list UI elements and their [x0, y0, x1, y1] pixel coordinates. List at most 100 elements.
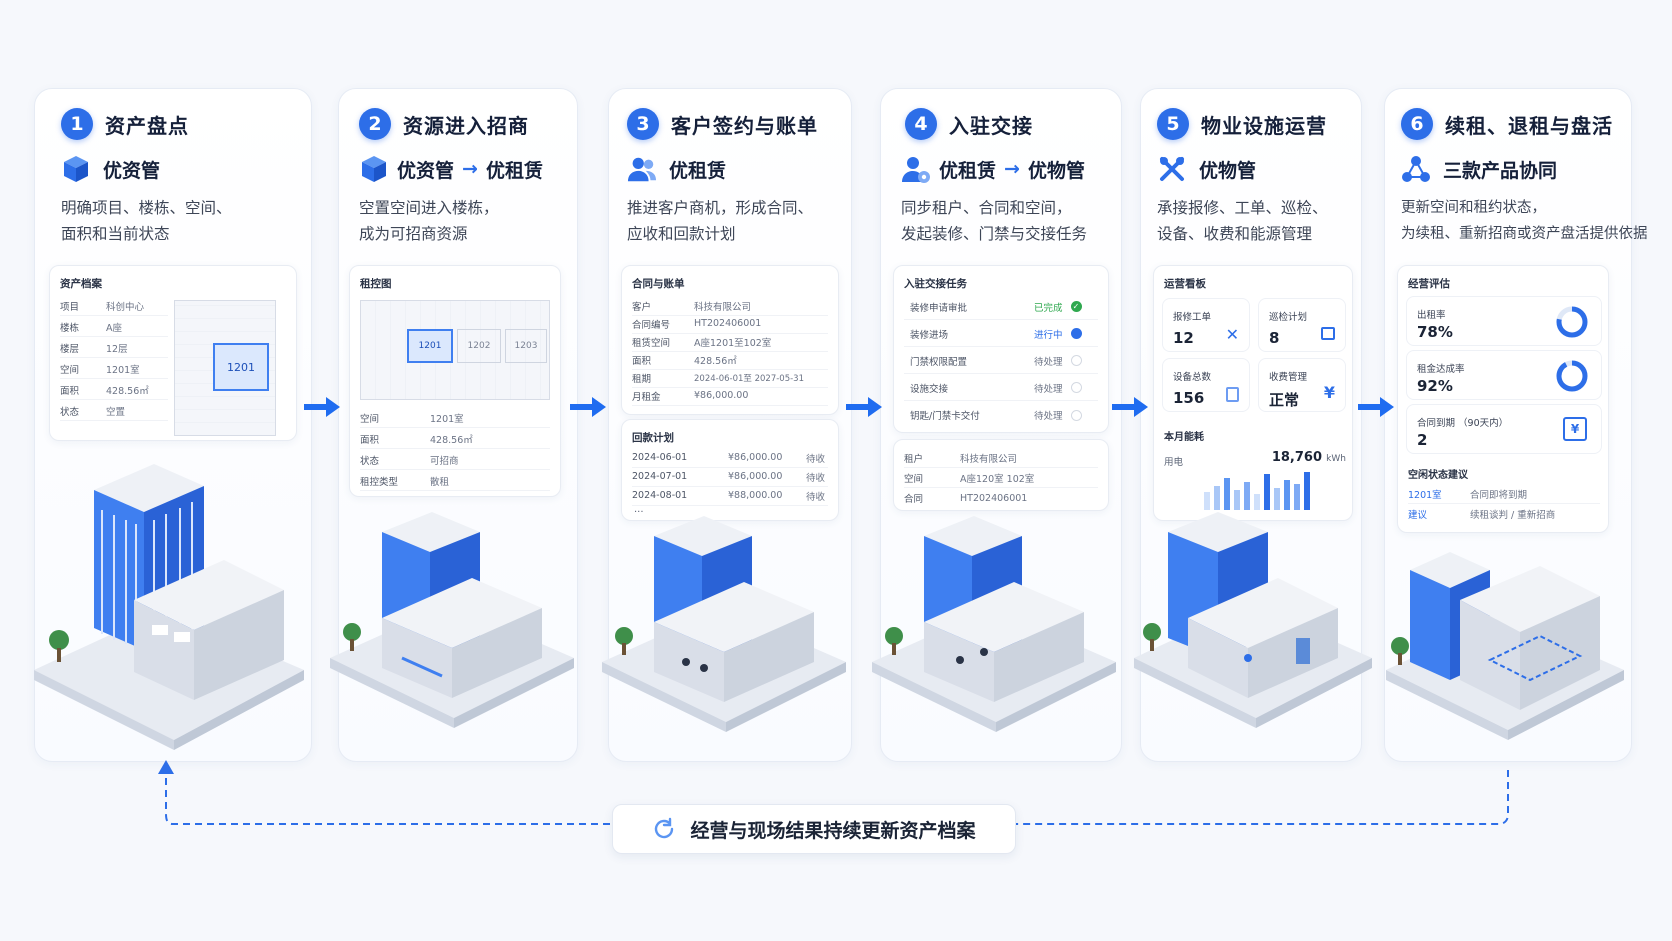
advice-title: 空闲状态建议	[1408, 470, 1468, 481]
asset-record-title: 资产档案	[60, 278, 102, 290]
energy-title: 本月能耗	[1164, 432, 1204, 443]
metric-label: 合同到期 （90天内）	[1417, 418, 1509, 429]
step-2-product-name: 优资管	[397, 159, 455, 182]
step-2-description: 空置空间进入楼栋， 成为可招商资源	[359, 195, 499, 247]
step-3-product: 优租赁	[627, 153, 726, 185]
flow-arrow-icon	[304, 397, 340, 417]
plan-amount: ¥86,000.00	[728, 471, 783, 482]
row-key: 面积	[632, 355, 652, 367]
row-value: 1201室	[106, 364, 140, 376]
row-value: A座	[106, 322, 122, 334]
step-2-desc-line2: 成为可招商资源	[359, 225, 468, 243]
feedback-loop-line	[158, 760, 1509, 825]
contract-row: 客户科技有限公司	[632, 296, 828, 316]
row-value: 科创中心	[106, 301, 145, 313]
building-illustration	[1386, 552, 1624, 740]
plan-amount: ¥88,000.00	[728, 490, 783, 501]
row-key: 状态	[60, 406, 80, 418]
task-name: 门禁权限配置	[910, 356, 968, 368]
step-6-number: 6	[1401, 108, 1433, 140]
row-key: 空间	[60, 364, 80, 376]
step-1-title: 资产盘点	[105, 113, 189, 138]
asset-row: 项目科创中心	[60, 296, 168, 316]
row-value: A座1201至102室	[694, 337, 772, 349]
pending-dot-icon	[1070, 382, 1082, 393]
metric-card: 报修工单 12 ✕	[1162, 298, 1250, 352]
step-4-product-name: 优租赁	[939, 159, 997, 182]
flow-arrow-icon	[1112, 397, 1148, 417]
handover-task-title: 入驻交接任务	[904, 278, 967, 290]
step-2-product: 优资管 → 优租赁	[359, 153, 543, 185]
row-key: 面积	[60, 385, 80, 397]
cube-icon	[61, 154, 91, 184]
row-value: 散租	[430, 476, 450, 488]
step-6-description: 更新空间和租约状态， 为续租、重新招商或资产盘活提供依据	[1401, 195, 1648, 247]
task-row: 门禁权限配置 待处理	[904, 348, 1098, 374]
step-6-product-name: 三款产品协同	[1443, 159, 1558, 182]
step-5-number: 5	[1157, 108, 1189, 140]
rent-unit: 1203	[505, 329, 547, 363]
pending-dot-icon	[1070, 409, 1082, 421]
step-2-title: 资源进入招商	[403, 113, 529, 138]
step-1-desc-line2: 面积和当前状态	[61, 225, 170, 243]
rent-unit: 1202	[457, 329, 501, 363]
step-3-desc-line2: 应收和回款计划	[627, 225, 736, 243]
task-row: 装修进场进行中	[904, 321, 1098, 347]
calendar-yen-icon: ¥	[1563, 417, 1587, 441]
space-row: 租控类型散租	[360, 471, 550, 491]
step-4-description: 同步租户、合同和空间， 发起装修、门禁与交接任务	[901, 195, 1087, 247]
step-4-product-name-2: 优物管	[1027, 159, 1085, 182]
tenant-row: 空间 A座120室 102室	[904, 468, 1098, 488]
metric-value: 12	[1173, 329, 1194, 347]
vacancy-advice: 空闲状态建议 1201室合同即将到期 建议续租谈判 / 重新招商	[1406, 462, 1602, 528]
step-6-title: 续租、退租与盘活	[1445, 113, 1613, 138]
plan-date: 2024-08-01	[632, 490, 688, 501]
metric-card: 收费管理正常¥	[1258, 358, 1346, 412]
step-3-description: 推进客户商机，形成合同、 应收和回款计划	[627, 195, 813, 247]
wrench-icon: ✕	[1225, 325, 1239, 344]
unit-label: 1201	[418, 341, 442, 351]
more-ellipsis: ...	[634, 504, 644, 515]
step-2-number: 2	[359, 108, 391, 140]
metric-value: 8	[1269, 329, 1280, 347]
step-4-title: 入驻交接	[949, 113, 1033, 138]
metric-value: 正常	[1269, 391, 1300, 409]
metric-value: 92%	[1417, 377, 1453, 395]
advice-row: 建议续租谈判 / 重新招商	[1408, 504, 1600, 524]
step-1-description: 明确项目、楼栋、空间、 面积和当前状态	[61, 195, 232, 247]
task-status: 待处理	[1034, 356, 1063, 368]
asset-row: 状态 空置	[60, 401, 168, 421]
row-value: HT202406001	[960, 492, 1028, 504]
plan-status: 待收	[806, 491, 826, 503]
row-key: 空间	[360, 413, 380, 425]
row-value: 空置	[106, 406, 126, 418]
calendar-icon	[1321, 327, 1335, 340]
row-key: 状态	[360, 455, 380, 467]
collection-ring-icon	[1556, 360, 1588, 392]
row-value: A座120室 102室	[960, 473, 1035, 485]
building-illustration	[602, 516, 846, 732]
energy-bar-chart	[1204, 472, 1310, 510]
task-row: 钥匙/门禁卡交付待处理	[904, 402, 1098, 428]
row-value: 可招商	[430, 455, 459, 467]
task-status: 已完成	[1034, 302, 1063, 314]
advice-value: 续租谈判 / 重新招商	[1470, 510, 1556, 521]
row-key: 空间	[904, 473, 924, 485]
contract-row: 月租金¥86,000.00	[632, 386, 828, 406]
task-status: 进行中	[1034, 329, 1063, 341]
step-1-desc-line1: 明确项目、楼栋、空间、	[61, 199, 232, 217]
metric-value: 78%	[1417, 323, 1453, 341]
metric-label: 报修工单	[1173, 312, 1212, 323]
pending-dot-icon	[1070, 355, 1082, 366]
step-6-desc-line2: 为续租、重新招商或资产盘活提供依据	[1401, 226, 1648, 242]
